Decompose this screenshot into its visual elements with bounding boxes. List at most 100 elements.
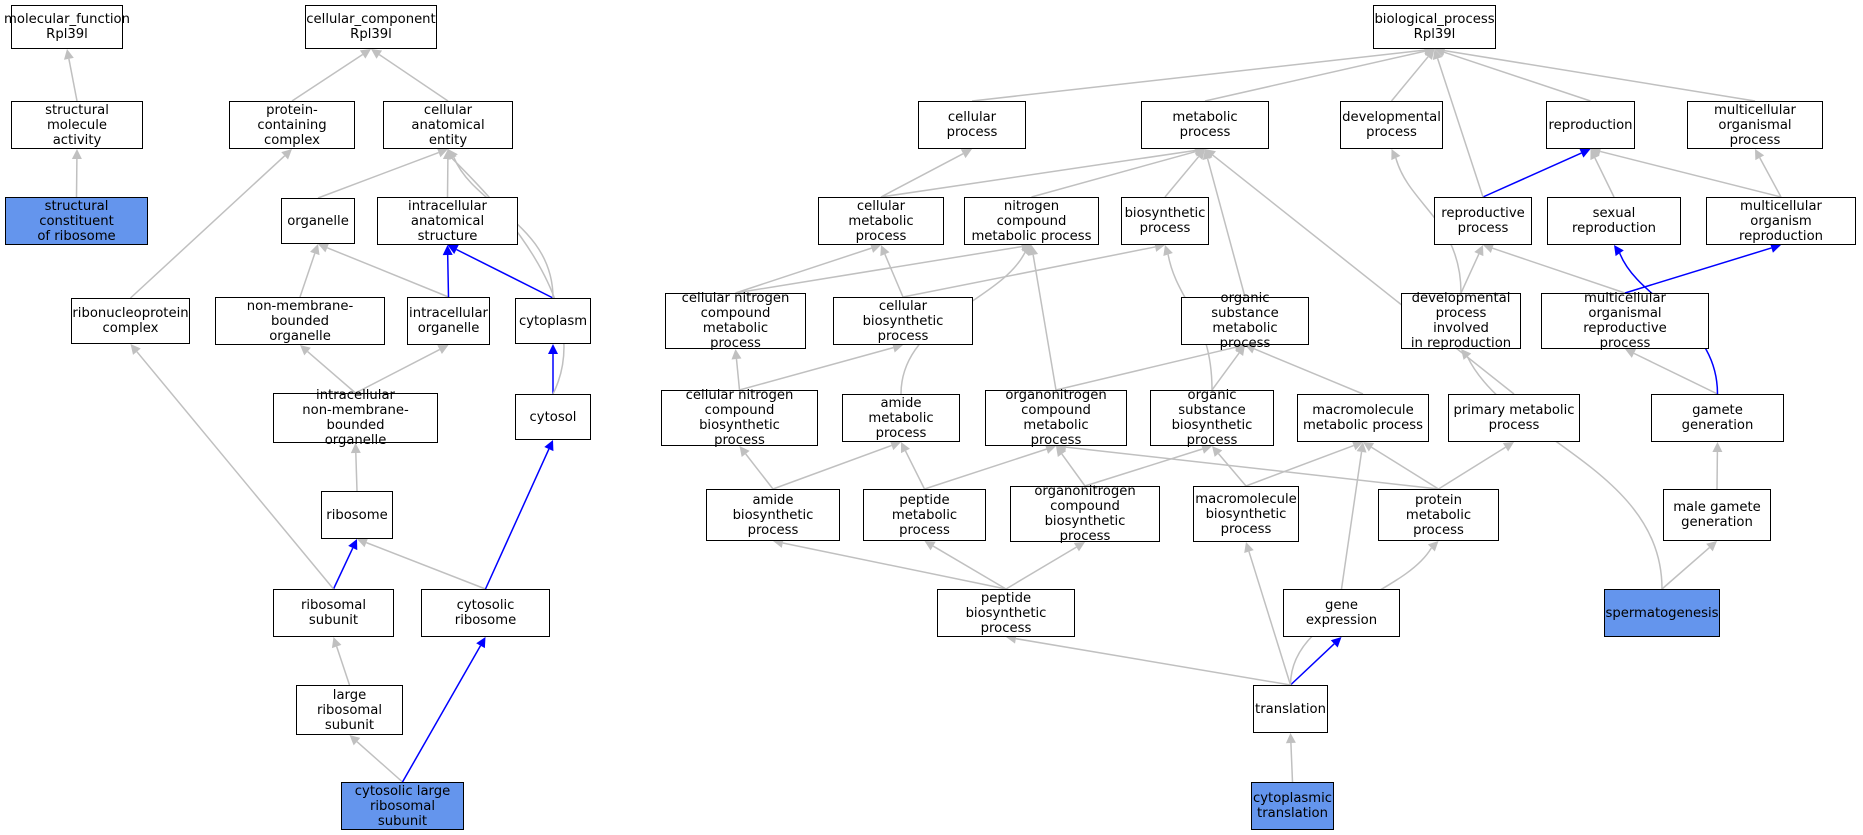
arrowhead-spermatogenesis-to-dev_repro <box>1461 349 1472 360</box>
node-cytosolic-ribosome[interactable]: cytosolic ribosome <box>421 589 550 637</box>
node-gene-expression[interactable]: gene expression <box>1283 589 1400 637</box>
node-large-ribosomal-subunit[interactable]: large ribosomal subunit <box>296 685 403 735</box>
edge-protein_metab-to-primary_metab <box>1438 446 1506 490</box>
node-structural-constituent-of-ribosome[interactable]: structural constituent of ribosome <box>5 197 148 245</box>
arrowhead-cyto_ribo-to-cytosol <box>544 440 554 452</box>
node-cellular-nitrogen-compound-metabolic-process[interactable]: cellular nitrogen compound metabolic pro… <box>665 291 806 351</box>
node-primary-metabolic-process[interactable]: primary metabolic process <box>1448 394 1580 442</box>
node-organelle[interactable]: organelle <box>281 198 355 244</box>
node-cellular-nitrogen-compound-biosynthetic-process[interactable]: cellular nitrogen compound biosynthetic … <box>661 388 818 448</box>
node-cellular-anatomical-entity[interactable]: cellular anatomical entity <box>383 101 513 149</box>
arrowhead-protein_metab-to-macro_metab <box>1363 442 1375 452</box>
node-organonitrogen-compound-biosynthetic-process[interactable]: organonitrogen compound biosynthetic pro… <box>1010 484 1160 544</box>
edge-translation-to-gene_expr <box>1289 643 1335 686</box>
arrowhead-gene_expr-to-macro_metab <box>1356 442 1367 453</box>
edge-multi_repro-to-multi_org <box>1759 157 1782 198</box>
edge-struct_mol-to-mf_root <box>68 58 78 102</box>
node-developmental-process[interactable]: developmental process <box>1340 101 1443 149</box>
node-gamete-generation[interactable]: gamete generation <box>1651 394 1784 442</box>
node-intracellular-anatomical-structure[interactable]: intracellular anatomical structure <box>377 197 518 245</box>
edge-spermatogenesis-to-male_gamete <box>1661 547 1710 590</box>
node-metabolic-process[interactable]: metabolic process <box>1141 101 1269 149</box>
node-organic-substance-metabolic-process[interactable]: organic substance metabolic process <box>1181 291 1309 351</box>
arrowhead-cytosol-to-cytoplasm <box>548 344 558 354</box>
arrowhead-orgnitro_biosyn-to-org_sub_biosyn <box>1200 444 1212 454</box>
node-multicellular-organismal-process[interactable]: multicellular organismal process <box>1687 101 1823 149</box>
edge-ribosome-to-intra_nonmem <box>355 452 358 492</box>
node-biosynthetic-process[interactable]: biosynthetic process <box>1121 197 1209 245</box>
arrowhead-multi_repro-to-reproduction <box>1590 146 1602 157</box>
edge-protein_metab-to-orgnitro_metab <box>1065 446 1439 490</box>
arrowhead-multi_repro-to-multi_org <box>1755 149 1765 161</box>
node-intracellular-organelle[interactable]: intracellular organelle <box>407 297 490 345</box>
node-cellular-biosynthetic-process[interactable]: cellular biosynthetic process <box>833 297 973 345</box>
arrowhead-rnp-to-prot_complex <box>281 149 292 160</box>
arrowhead-macro_biosyn-to-macro_metab <box>1351 440 1363 451</box>
node-intracellular-non-membrane-bounded-organelle[interactable]: intracellular non-membrane-bounded organ… <box>273 388 438 448</box>
node-cytoplasm[interactable]: cytoplasm <box>515 298 591 344</box>
edge-amide_biosyn-to-cell_nitro_biosyn <box>745 453 774 490</box>
edge-cell_proc-to-bp_root <box>971 49 1425 102</box>
edge-repro_proc-to-reproduction <box>1482 152 1582 198</box>
node-amide-biosynthetic-process[interactable]: amide biosynthetic process <box>706 489 840 541</box>
arrowhead-orgnitro_biosyn-to-orgnitro_metab <box>1056 446 1066 458</box>
edge-peptide_biosyn-to-peptide_metab <box>932 545 1007 590</box>
node-biological-process[interactable]: biological_process Rpl39l <box>1373 5 1496 49</box>
edge-orgnitro_biosyn-to-org_sub_biosyn <box>1084 448 1203 487</box>
arrowhead-male_gamete-to-gamete_gen <box>1712 442 1723 453</box>
edge-multi_org-to-bp_root <box>1444 49 1756 102</box>
edge-amide_biosyn-to-amide_metab <box>772 444 892 490</box>
node-developmental-process-involved-in-reproduction[interactable]: developmental process involved in reprod… <box>1401 291 1521 351</box>
node-reproduction[interactable]: reproduction <box>1546 101 1635 149</box>
arrowhead-cell_nitro_biosyn-to-cell_nitro_metab <box>731 349 742 360</box>
node-organonitrogen-compound-metabolic-process[interactable]: organonitrogen compound metabolic proces… <box>985 388 1127 448</box>
arrowhead-translation-to-protein_metab <box>1427 541 1439 552</box>
edge-prot_complex-to-cc_root <box>291 53 364 102</box>
arrowhead-cell_anat-to-cc_root <box>371 49 383 59</box>
node-ribonucleoprotein-complex[interactable]: ribonucleoprotein complex <box>71 298 190 344</box>
node-macromolecule-metabolic-process[interactable]: macromolecule metabolic process <box>1297 394 1429 442</box>
node-ribosome[interactable]: ribosome <box>321 491 393 539</box>
node-organic-substance-biosynthetic-process[interactable]: organic substance biosynthetic process <box>1150 388 1274 448</box>
edge-intra_org-to-organelle <box>326 247 449 298</box>
node-cellular-process[interactable]: cellular process <box>918 101 1026 149</box>
node-multicellular-organismal-reproductive-process[interactable]: multicellular organismal reproductive pr… <box>1541 291 1709 351</box>
node-cytosolic-large-ribosomal-subunit[interactable]: cytosolic large ribosomal subunit <box>341 782 464 830</box>
edge-intra_nonmem-to-nonmem_org <box>307 350 356 394</box>
edge-cytosol-to-cell_anat <box>451 157 565 395</box>
node-cytosol[interactable]: cytosol <box>515 394 591 440</box>
node-structural-molecule-activity[interactable]: structural molecule activity <box>11 101 143 149</box>
arrowhead-cytosol-to-cell_anat <box>447 149 457 161</box>
arrowhead-multi_org_repro-to-repro_proc <box>1483 243 1495 253</box>
node-reproductive-process[interactable]: reproductive process <box>1434 197 1532 245</box>
edge-intra_nonmem-to-intra_org <box>355 348 440 394</box>
node-peptide-biosynthetic-process[interactable]: peptide biosynthetic process <box>937 589 1075 637</box>
node-male-gamete-generation[interactable]: male gamete generation <box>1663 489 1771 541</box>
node-amide-metabolic-process[interactable]: amide metabolic process <box>842 394 960 442</box>
edge-cell_metab-to-metab_proc <box>880 149 1196 198</box>
edge-peptide_metab-to-orgnitro_metab <box>924 448 1047 490</box>
edge-peptide_metab-to-amide_metab <box>904 450 926 490</box>
node-molecular-function[interactable]: molecular_function Rpl39l <box>4 5 130 49</box>
node-protein-containing-complex[interactable]: protein-containing complex <box>229 101 355 149</box>
arrowhead-gamete_gen-to-multi_org_repro <box>1625 348 1637 358</box>
edge-org_sub_metab-to-metab_proc <box>1206 158 1246 298</box>
node-cellular-component[interactable]: cellular_component Rpl39l <box>305 5 437 49</box>
node-sexual-reproduction[interactable]: sexual reproduction <box>1547 197 1681 245</box>
node-cellular-metabolic-process[interactable]: cellular metabolic process <box>818 197 944 245</box>
node-multicellular-organism-reproduction[interactable]: multicellular organism reproduction <box>1706 197 1856 245</box>
node-nitrogen-compound-metabolic-process[interactable]: nitrogen compound metabolic process <box>964 197 1099 245</box>
node-protein-metabolic-process[interactable]: protein metabolic process <box>1378 489 1499 541</box>
node-macromolecule-biosynthetic-process[interactable]: macromolecule biosynthetic process <box>1193 486 1299 542</box>
edge-cyto_translation-to-translation <box>1290 742 1294 783</box>
node-cytoplasmic-translation[interactable]: cytoplasmic translation <box>1251 782 1334 830</box>
node-spermatogenesis[interactable]: spermatogenesis <box>1604 589 1720 637</box>
arrowhead-peptide_biosyn-to-orgnitro_biosyn <box>1073 542 1085 552</box>
node-translation[interactable]: translation <box>1253 685 1328 733</box>
edge-orgnitro_biosyn-to-orgnitro_metab <box>1061 453 1086 487</box>
arrowhead-dev_repro-to-repro_proc <box>1474 245 1484 257</box>
node-non-membrane-bounded-organelle[interactable]: non-membrane-bounded organelle <box>215 297 385 345</box>
node-peptide-metabolic-process[interactable]: peptide metabolic process <box>863 489 986 541</box>
arrowhead-nonmem_org-to-organelle <box>310 244 320 256</box>
node-ribosomal-subunit[interactable]: ribosomal subunit <box>273 589 394 637</box>
